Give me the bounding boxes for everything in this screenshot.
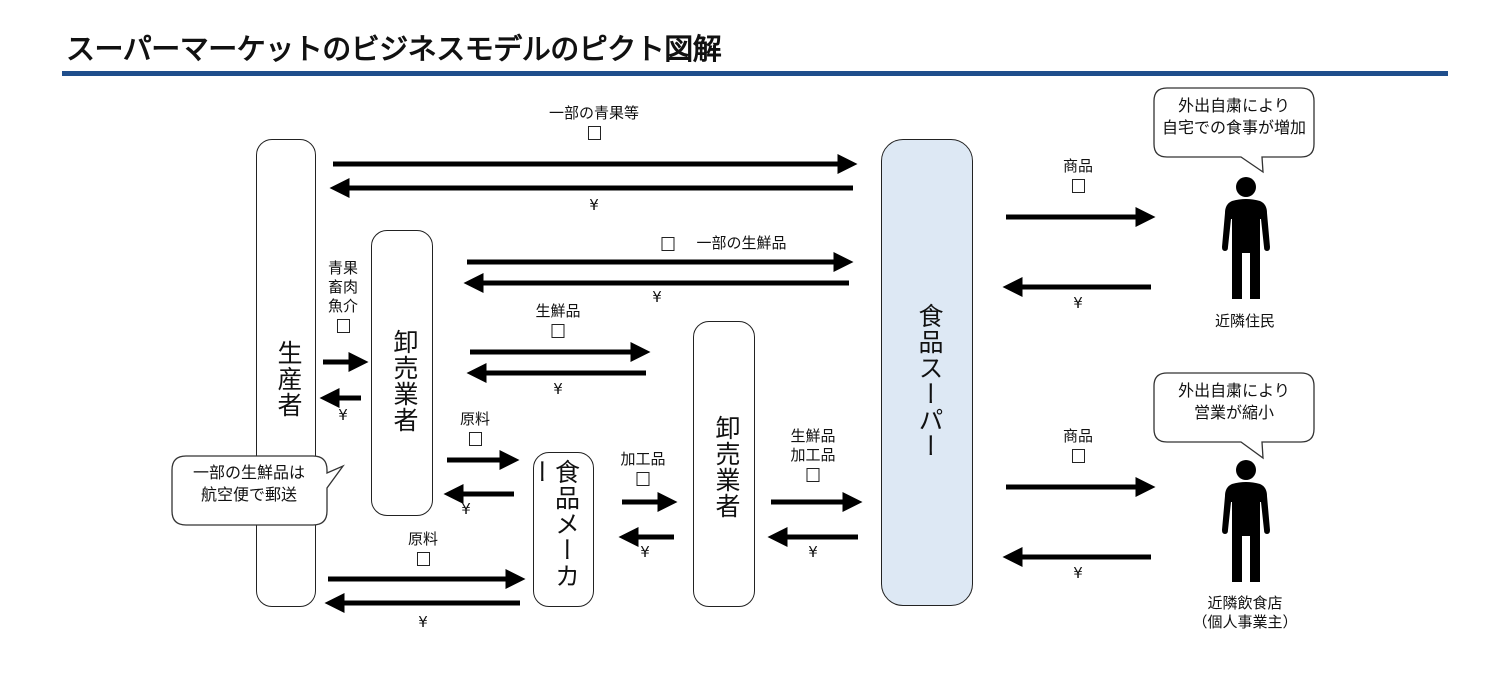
goods-text: 商品 (1062, 427, 1094, 445)
flow-label-wh1-maker: 原料 (460, 410, 490, 448)
title-rule (62, 71, 1448, 76)
callout-text: 外出自粛により (1178, 96, 1290, 115)
food-maker-box: 食品メーカー (526, 452, 594, 607)
goods-icon (468, 431, 482, 446)
callout-text: 営業が縮小 (1193, 403, 1274, 422)
callout-text: 外出自粛により (1178, 381, 1290, 400)
goods-text: 原料 (407, 530, 439, 548)
money-label: ¥ (461, 500, 471, 518)
callout-air-mail: 一部の生鮮品は 航空便で郵送 (193, 462, 305, 506)
goods-text: 一部の青果等 (548, 104, 640, 122)
flow-label-super-restaurant: 商品 (1063, 427, 1093, 465)
residents-label: 近隣住民 (1214, 312, 1276, 330)
flow-label-wh2-super: 生鮮品 加工品 (790, 427, 836, 484)
goods-text: 加工品 (790, 446, 836, 464)
money-label: ¥ (652, 288, 662, 306)
goods-text: 商品 (1062, 157, 1094, 175)
goods-icon (416, 551, 430, 566)
goods-text: 加工品 (620, 450, 666, 468)
flow-label-producer-maker: 原料 (408, 530, 438, 568)
money-label: ¥ (808, 543, 818, 561)
money-label: ¥ (640, 543, 650, 561)
flow-label-producer-super: 一部の青果等 (549, 104, 639, 142)
wholesaler2-label: 卸売業者 (712, 415, 741, 519)
callout-residents: 外出自粛により 自宅での食事が増加 (1162, 95, 1306, 139)
goods-text: 青果 (327, 259, 359, 277)
food-maker-label: 食品メーカー (526, 459, 581, 589)
wholesaler1-box: 卸売業者 (371, 230, 433, 516)
goods-text: 畜肉 (327, 278, 359, 296)
wholesaler1-label: 卸売業者 (390, 329, 419, 433)
restaurant-label-line1: 近隣飲食店 (1207, 594, 1283, 612)
money-label: ¥ (338, 406, 348, 424)
page-title: スーパーマーケットのビジネスモデルのピクト図解 (66, 32, 722, 66)
wholesaler2-box: 卸売業者 (693, 321, 755, 607)
person-restaurant-icon (1222, 460, 1270, 582)
goods-icon (1071, 448, 1085, 463)
producer-label: 生産者 (274, 340, 303, 418)
goods-icon (636, 471, 650, 486)
callout-text: 自宅での食事が増加 (1161, 118, 1307, 137)
flow-label-maker-wh2: 加工品 (620, 450, 666, 488)
goods-icon (336, 318, 350, 333)
money-label: ¥ (1073, 294, 1083, 312)
money-label: ¥ (553, 380, 563, 398)
money-label: ¥ (1073, 564, 1083, 582)
supermarket-box: 食品スーパー (881, 139, 973, 606)
money-label: ¥ (418, 613, 428, 631)
person-residents-icon (1222, 177, 1270, 299)
goods-text: 魚介 (327, 297, 359, 315)
flow-label-wh1-wh2: 生鮮品 (535, 302, 581, 340)
goods-icon (1071, 178, 1085, 193)
goods-icon (551, 323, 565, 338)
goods-icon (587, 125, 601, 140)
money-label: ¥ (589, 196, 599, 214)
restaurant-label: 近隣飲食店 （個人事業主） (1192, 594, 1297, 632)
callout-restaurant: 外出自粛により 営業が縮小 (1178, 380, 1290, 424)
callout-text: 一部の生鮮品は (192, 463, 306, 482)
flow-label-producer-wh1: 青果 畜肉 魚介 (328, 259, 358, 335)
callout-text: 航空便で郵送 (200, 485, 298, 504)
goods-icon (806, 467, 820, 482)
restaurant-label-line2: （個人事業主） (1192, 613, 1298, 631)
goods-icon (661, 236, 675, 251)
goods-text: 生鮮品 (535, 302, 581, 320)
supermarket-label: 食品スーパー (915, 303, 944, 459)
goods-text: 一部の生鮮品 (696, 234, 787, 252)
producer-box: 生産者 (256, 139, 316, 607)
flow-label-wh1-super: 一部の生鮮品 (661, 234, 787, 253)
goods-text: 原料 (459, 410, 491, 428)
goods-text: 生鮮品 (790, 427, 836, 445)
flow-label-super-residents: 商品 (1063, 157, 1093, 195)
